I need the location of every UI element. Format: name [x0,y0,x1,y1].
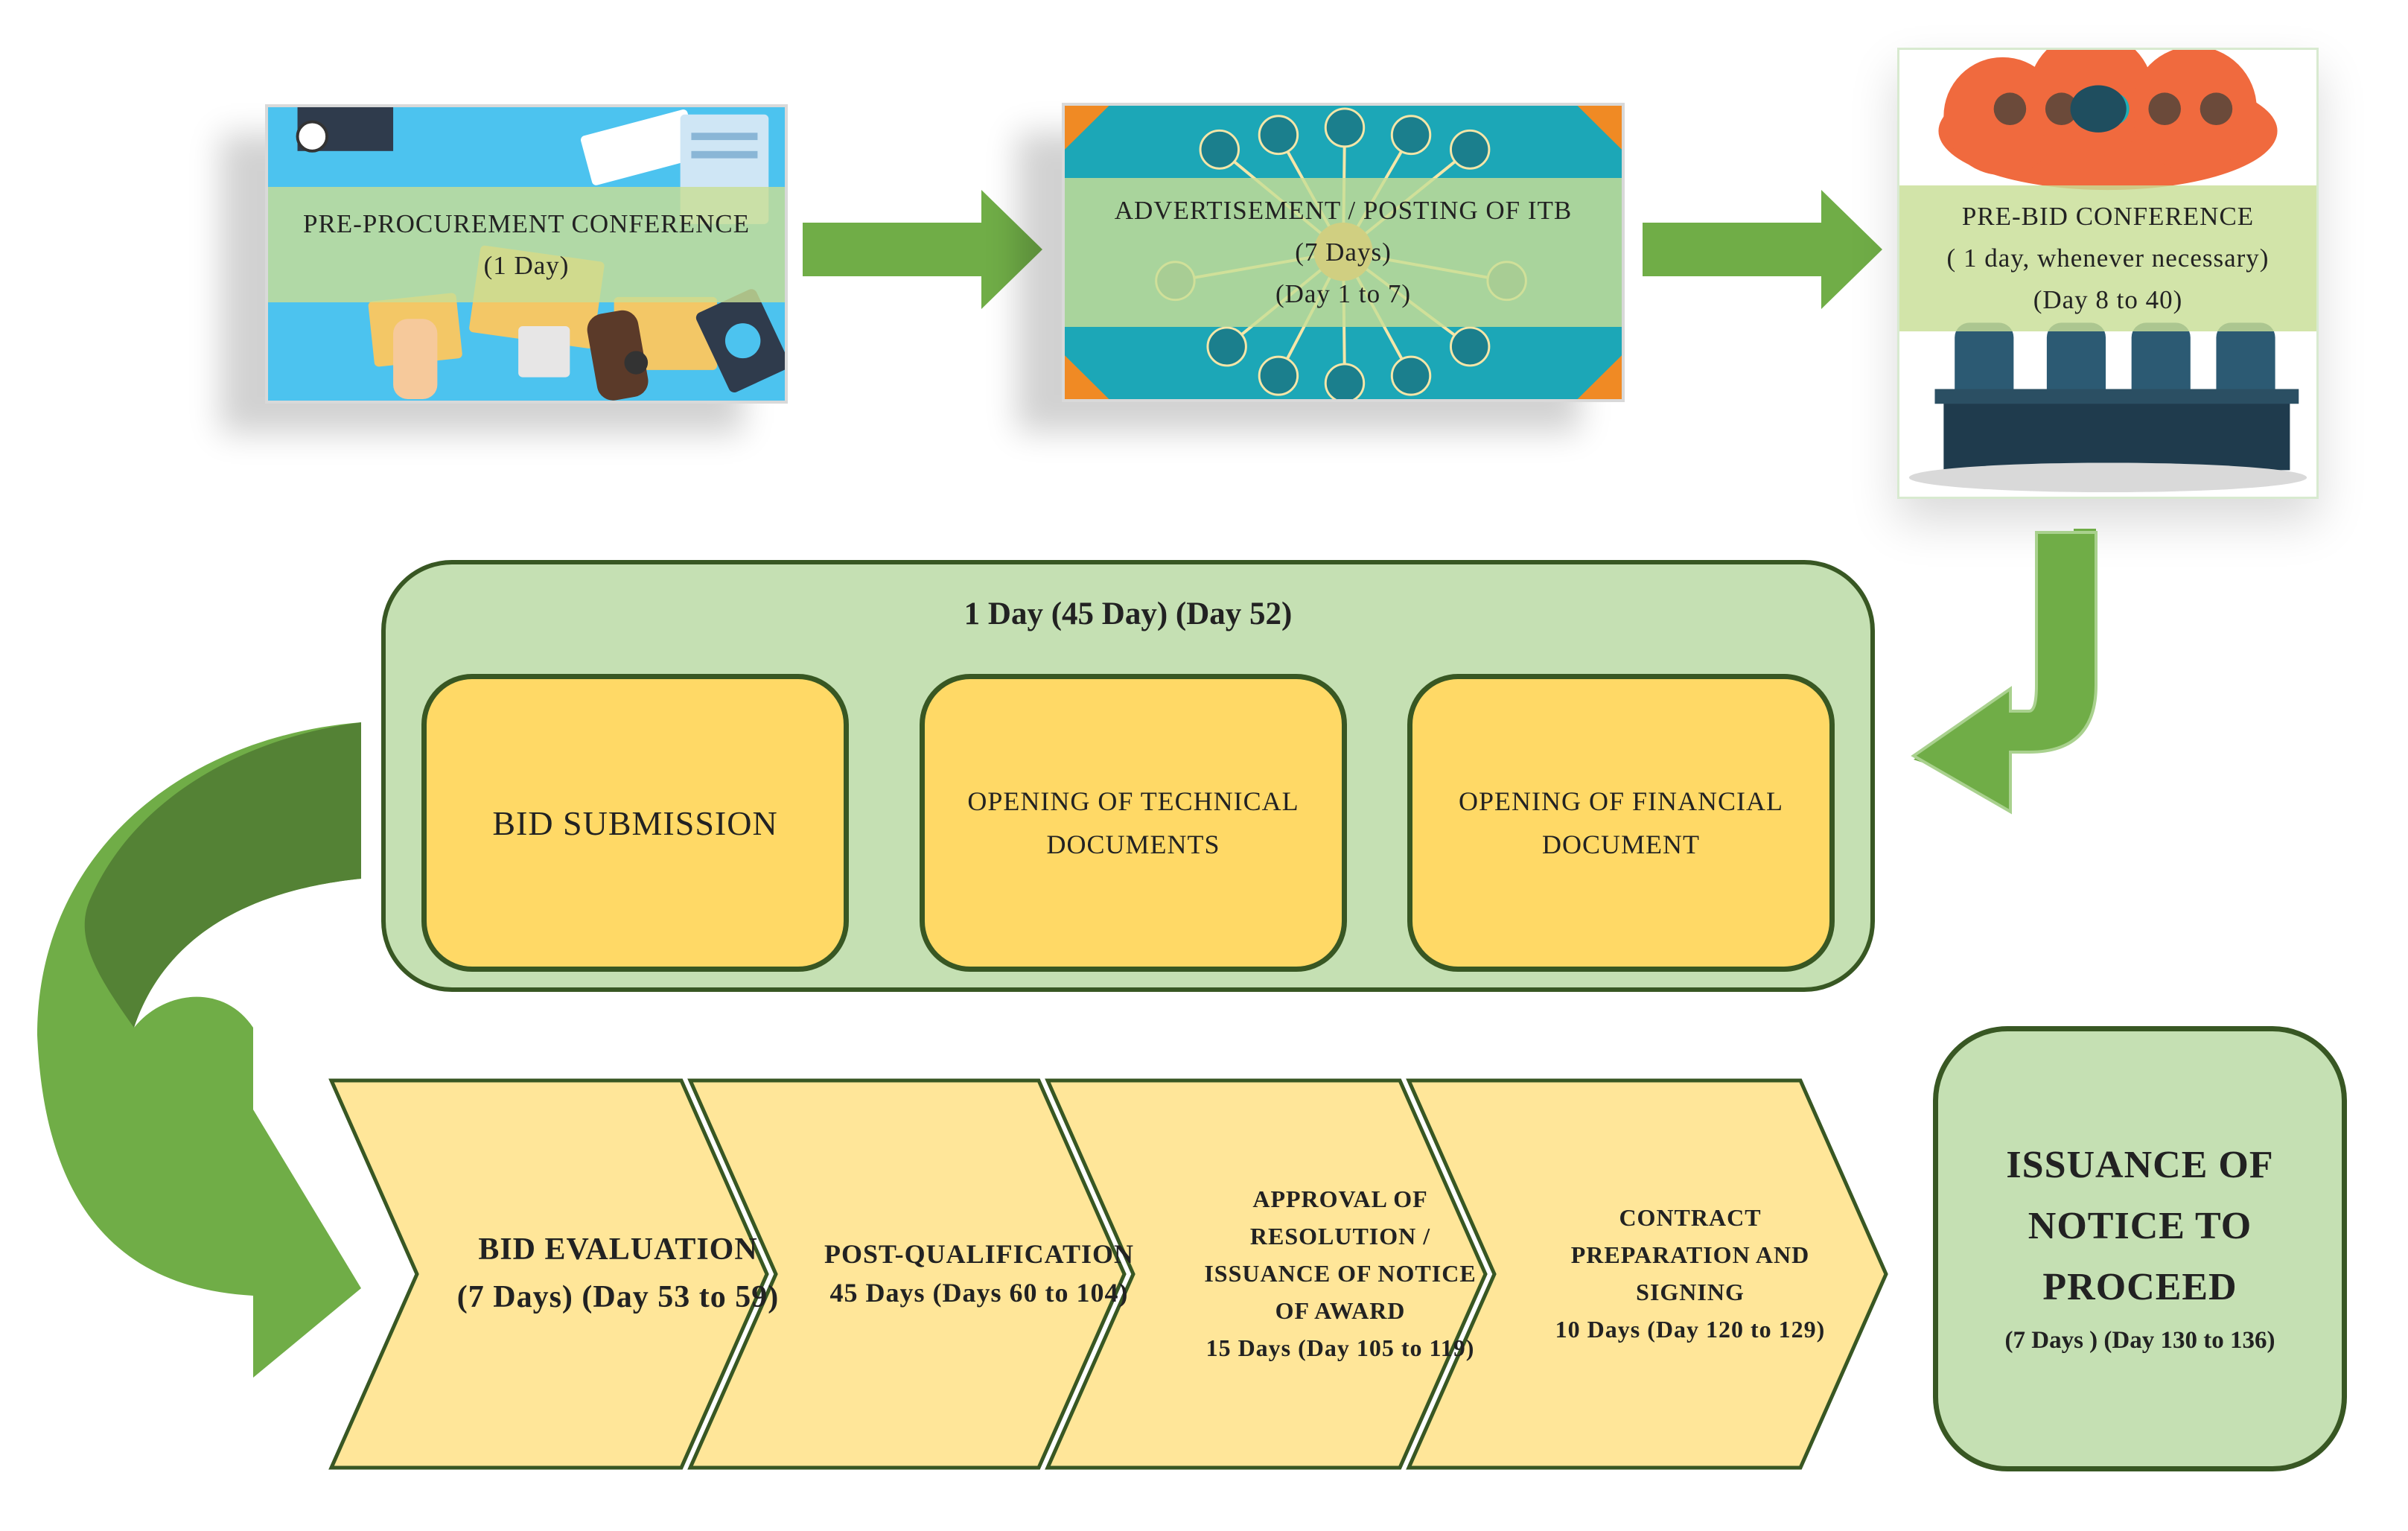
notice-to-proceed-detail: (7 Days ) (Day 130 to 136) [2004,1327,2275,1354]
advertisement-duration: (7 Days) [1295,238,1392,267]
pre-procurement-label: PRE-PROCUREMENT CONFERENCE (1 Day) [268,187,785,302]
advertisement-days: (Day 1 to 7) [1275,279,1412,308]
pre-procurement-title: PRE-PROCUREMENT CONFERENCE [302,209,750,238]
pre-procurement-card: PRE-PROCUREMENT CONFERENCE (1 Day) [265,104,788,404]
approval-resolution-text: APPROVAL OF RESOLUTION / ISSUANCE OF NOT… [1173,1184,1508,1363]
pre-bid-title: PRE-BID CONFERENCE [1961,202,2255,231]
post-qualification-title: POST-QUALIFICATION [824,1239,1135,1269]
chevron-approval-resolution [1045,1078,1488,1470]
approval-resolution-title: APPROVAL OF RESOLUTION / ISSUANCE OF NOT… [1204,1185,1477,1324]
advertisement-label: ADVERTISEMENT / POSTING OF ITB (7 Days) … [1065,178,1622,327]
contract-preparation-detail: 10 Days (Day 120 to 129) [1555,1316,1826,1343]
chevron-row [328,1078,1888,1470]
opening-financial-label: OPENING OF FINANCIAL DOCUMENT [1458,786,1783,859]
bid-submission-label: BID SUBMISSION [492,803,778,842]
pre-bid-days: (Day 8 to 40) [2033,285,2183,314]
post-qualification-text: POST-QUALIFICATION 45 Days (Days 60 to 1… [812,1214,1147,1333]
notice-to-proceed-box: ISSUANCE OF NOTICE TO PROCEED (7 Days ) … [1933,1026,2347,1471]
pre-bid-duration: ( 1 day, whenever necessary) [1946,244,2270,273]
bid-submission-box: BID SUBMISSION [421,674,849,972]
bent-arrow-down-left [1911,529,2098,815]
curved-arrow-left [37,722,361,1378]
group-title: 1 Day (45 Day) (Day 52) [963,596,1293,631]
bid-evaluation-detail: (7 Days) (Day 53 to 59) [456,1280,780,1314]
arrow-right-2 [1643,190,1882,309]
advertisement-card: ADVERTISEMENT / POSTING OF ITB (7 Days) … [1062,103,1625,402]
contract-preparation-text: CONTRACT PREPARATION AND SIGNING 10 Days… [1526,1184,1854,1363]
advertisement-title: ADVERTISEMENT / POSTING OF ITB [1114,196,1573,225]
opening-financial-box: OPENING OF FINANCIAL DOCUMENT [1407,674,1835,972]
notice-to-proceed-title: ISSUANCE OF NOTICE TO PROCEED [2006,1144,2274,1308]
bid-evaluation-title: BID EVALUATION [478,1232,758,1267]
contract-preparation-title: CONTRACT PREPARATION AND SIGNING [1570,1204,1810,1305]
chevron-contract-preparation [1406,1078,1888,1470]
pre-bid-card: PRE-BID CONFERENCE ( 1 day, whenever nec… [1897,48,2319,499]
opening-technical-label: OPENING OF TECHNICAL DOCUMENTS [967,786,1299,859]
opening-technical-box: OPENING OF TECHNICAL DOCUMENTS [920,674,1347,972]
bid-evaluation-text: BID EVALUATION (7 Days) (Day 53 to 59) [447,1206,789,1340]
chevron-post-qualification [687,1078,1127,1470]
approval-resolution-detail: 15 Days (Day 105 to 119) [1205,1334,1475,1361]
pre-bid-label: PRE-BID CONFERENCE ( 1 day, whenever nec… [1899,185,2316,331]
arrow-right-1 [803,190,1042,309]
pre-procurement-duration: (1 Day) [483,250,570,280]
post-qualification-detail: 45 Days (Days 60 to 104) [829,1278,1129,1308]
chevron-bid-evaluation [328,1078,769,1470]
